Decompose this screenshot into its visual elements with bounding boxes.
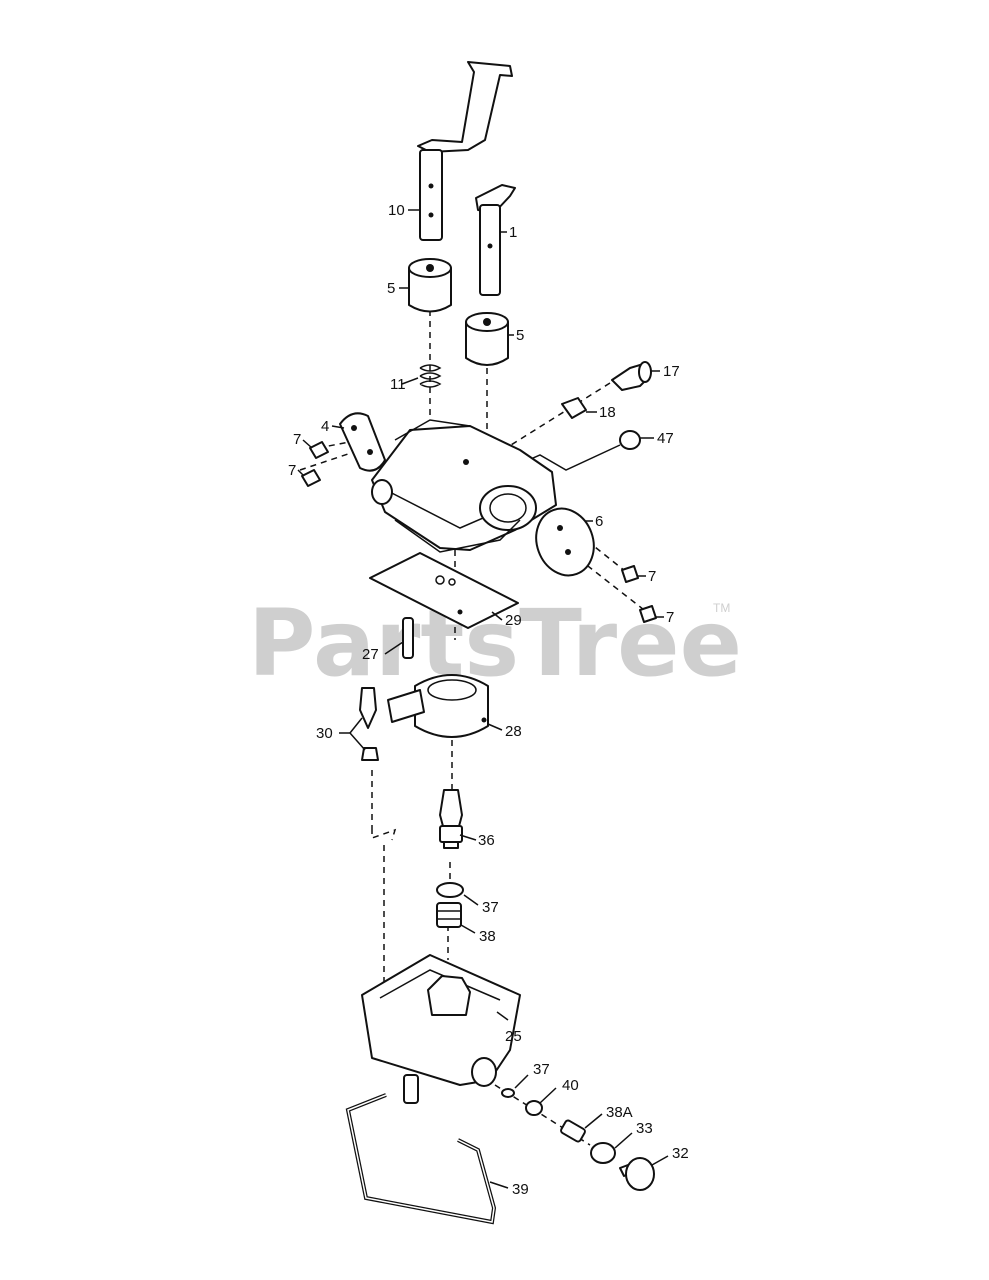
- part-screw-7c: [621, 565, 639, 583]
- part-choke-shaft: [475, 184, 516, 296]
- callout-7-c: 7: [648, 568, 656, 585]
- callout-38: 38: [479, 928, 496, 945]
- leader-lines: [297, 209, 669, 1189]
- callout-18: 18: [599, 404, 616, 421]
- part-choke-plate: [339, 412, 386, 472]
- callout-38a: 38A: [606, 1104, 633, 1121]
- callout-27: 27: [362, 646, 379, 663]
- part-oring-37b: [501, 1088, 515, 1098]
- part-spring-18: [561, 397, 587, 419]
- callout-6: 6: [595, 513, 603, 530]
- part-spring-11: [419, 364, 442, 388]
- part-oring-37a: [436, 882, 464, 898]
- callout-7-d: 7: [666, 609, 674, 626]
- callout-10: 10: [388, 202, 405, 219]
- part-pin-27: [402, 617, 414, 659]
- callout-32: 32: [672, 1145, 689, 1162]
- callout-40: 40: [562, 1077, 579, 1094]
- part-bail-wire-39: [345, 1093, 497, 1225]
- callout-1: 1: [509, 224, 517, 241]
- callout-7-a: 7: [293, 431, 301, 448]
- part-bushing-lower: [465, 312, 509, 366]
- part-jet-36: [439, 789, 463, 849]
- part-bushing-upper: [408, 258, 452, 313]
- part-knob-32: [619, 1157, 655, 1191]
- watermark-trademark: TM: [713, 601, 730, 615]
- callout-39: 39: [512, 1181, 529, 1198]
- callout-36: 36: [478, 832, 495, 849]
- part-screw-7a: [309, 441, 329, 459]
- part-idle-screw: [611, 361, 652, 391]
- callout-labels: 10 1 5 5 11 17 18 47 4 7 7 6 7 7 29 27 2…: [288, 202, 689, 1198]
- callout-29: 29: [505, 612, 522, 629]
- part-throttle-shaft: [417, 61, 513, 241]
- part-carburetor-body: [371, 419, 557, 553]
- callout-37-lower: 37: [533, 1061, 550, 1078]
- part-float-bowl-25: [361, 954, 521, 1104]
- part-screw-7b: [301, 469, 321, 487]
- callout-25: 25: [505, 1028, 522, 1045]
- callout-7-b: 7: [288, 462, 296, 479]
- part-seat-40: [525, 1100, 543, 1116]
- callout-28: 28: [505, 723, 522, 740]
- callout-11: 11: [390, 376, 406, 393]
- callout-30: 30: [316, 725, 333, 742]
- callout-33: 33: [636, 1120, 653, 1137]
- part-screw-7d: [639, 605, 657, 623]
- callout-17: 17: [663, 363, 680, 380]
- part-washer-33: [590, 1142, 616, 1164]
- callout-47: 47: [657, 430, 674, 447]
- callout-4: 4: [321, 418, 329, 435]
- part-spring-38a: [560, 1119, 586, 1143]
- part-spring-38: [436, 902, 462, 928]
- callout-37-upper: 37: [482, 899, 499, 916]
- callout-5-lower: 5: [516, 327, 524, 344]
- part-gasket-29: [369, 552, 519, 629]
- part-needle-30: [359, 687, 379, 761]
- part-float-28: [387, 674, 489, 738]
- part-plate-6: [535, 507, 595, 577]
- callout-5-upper: 5: [387, 280, 395, 297]
